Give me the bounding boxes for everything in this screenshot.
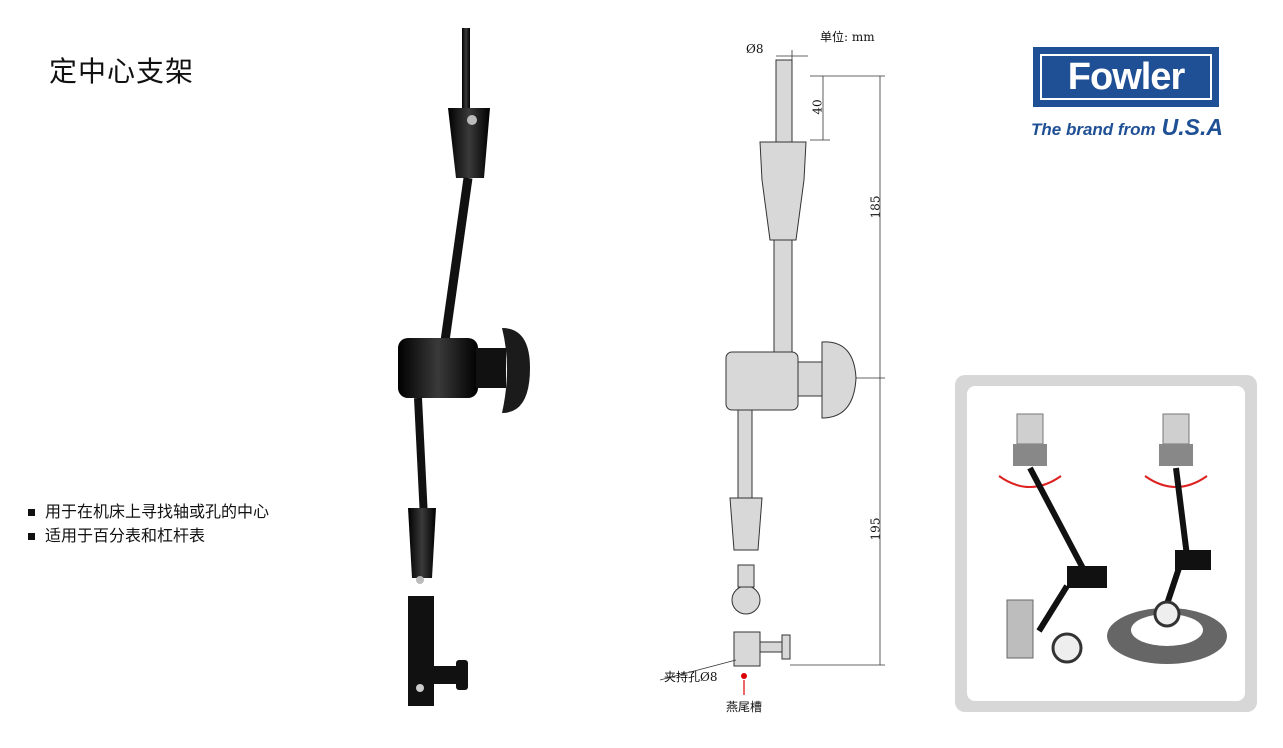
diameter-dim-label: Ø8 xyxy=(746,42,764,56)
usage-panel xyxy=(955,375,1257,712)
feature-list: 用于在机床上寻找轴或孔的中心 适用于百分表和杠杆表 xyxy=(28,500,269,548)
dim-185-label: 185 xyxy=(868,195,883,219)
dim-195-label: 195 xyxy=(868,517,883,541)
dovetail-label: 燕尾槽 xyxy=(726,700,763,714)
unit-label: 单位: mm xyxy=(820,30,875,44)
fowler-logo: Fowler xyxy=(1033,47,1219,107)
clamp-hole-label: 夹持孔Ø8 xyxy=(664,670,718,684)
brand-name: Fowler xyxy=(1067,55,1185,98)
list-item: 适用于百分表和杠杆表 xyxy=(28,524,269,548)
tagline-country: U.S.A xyxy=(1161,114,1224,140)
page-title: 定中心支架 xyxy=(49,55,195,88)
brand-tagline: The brand from U.S.A xyxy=(1031,114,1223,141)
usage-illustration-icon xyxy=(998,413,1227,664)
bullet-icon xyxy=(28,532,35,540)
technical-drawing xyxy=(659,50,885,695)
magnetic-stand-photo-icon xyxy=(398,28,530,706)
dim-40-label: 40 xyxy=(810,99,825,115)
bullet-icon xyxy=(28,508,35,516)
list-item: 用于在机床上寻找轴或孔的中心 xyxy=(28,500,269,524)
feature-text: 适用于百分表和杠杆表 xyxy=(45,526,206,545)
feature-text: 用于在机床上寻找轴或孔的中心 xyxy=(45,502,270,521)
tagline-prefix: The brand from xyxy=(1031,120,1156,139)
